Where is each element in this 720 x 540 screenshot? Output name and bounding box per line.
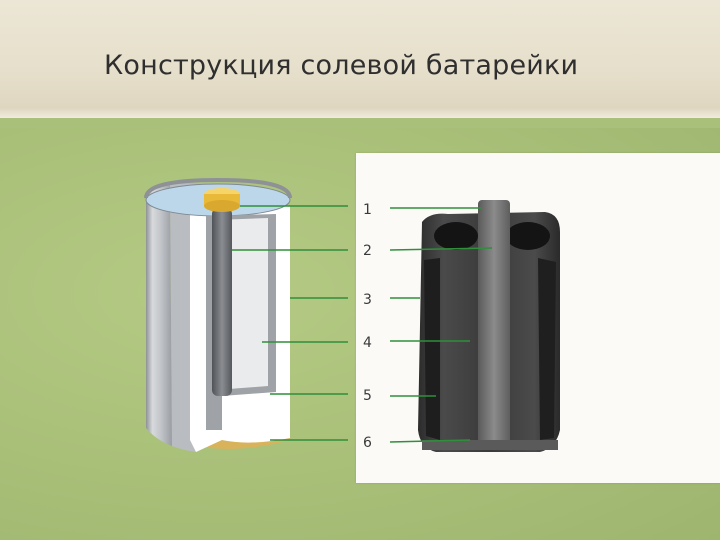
label-4: 4 xyxy=(363,335,372,351)
zinc-can xyxy=(146,184,172,446)
photo-void-left xyxy=(434,222,478,250)
cap-bottom xyxy=(204,200,240,212)
zinc-can-front xyxy=(170,184,196,452)
photo-dark-left xyxy=(424,258,440,440)
photo-dark-right xyxy=(538,258,556,440)
photo-base xyxy=(422,440,558,450)
leader-right-6 xyxy=(389,439,471,443)
leader-lines-right xyxy=(389,207,493,443)
can-rim xyxy=(144,177,292,199)
cutaway-battery xyxy=(144,177,292,452)
battery-photo xyxy=(418,200,560,452)
carbon-rod xyxy=(212,208,232,396)
slide-title: Конструкция солевой батарейки xyxy=(104,50,579,81)
header-band xyxy=(0,0,720,118)
label-2: 2 xyxy=(363,243,372,259)
leader-right-2 xyxy=(389,247,493,251)
number-labels: 1 2 3 4 5 6 xyxy=(363,202,372,451)
leader-lines-left xyxy=(232,205,348,441)
label-3: 3 xyxy=(363,292,372,308)
label-5: 5 xyxy=(363,388,372,404)
photo-rod xyxy=(478,200,510,444)
label-6: 6 xyxy=(363,435,372,451)
label-1: 1 xyxy=(363,202,372,218)
photo-void-right xyxy=(506,222,550,250)
